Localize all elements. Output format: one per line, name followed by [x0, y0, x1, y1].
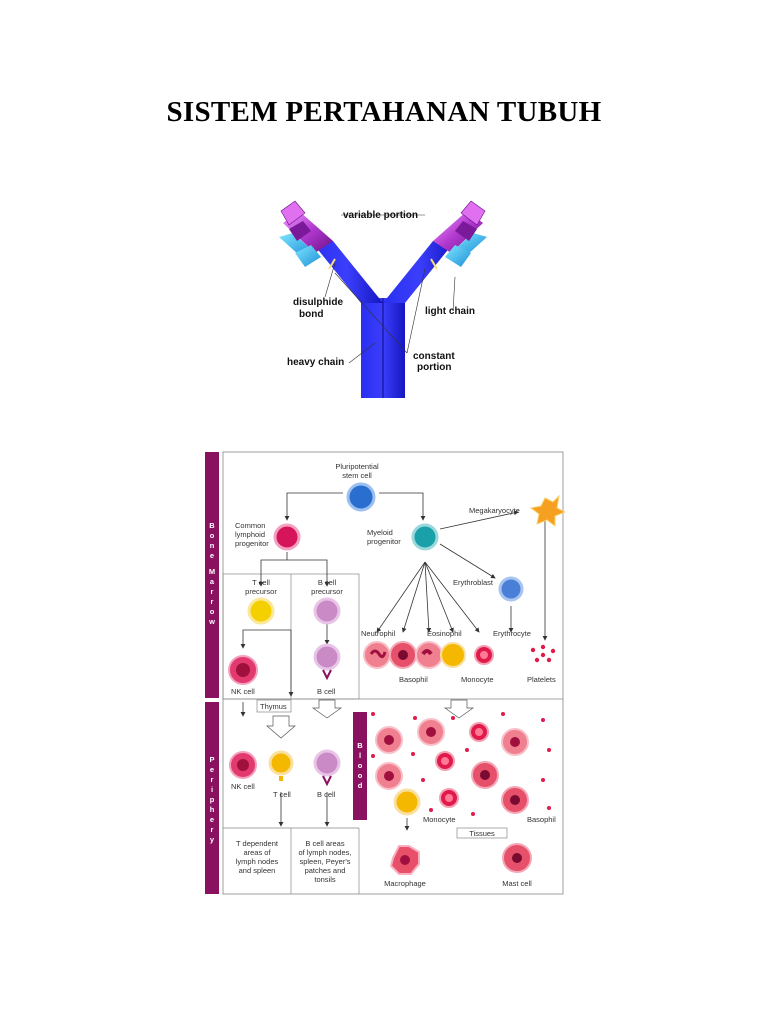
label-light-chain: light chain — [425, 306, 475, 317]
label-common-lymphoid-2: lymphoid — [235, 530, 265, 539]
sidebar-bone-marrow — [205, 452, 219, 698]
label-b-precursor-2: precursor — [311, 587, 343, 596]
label-platelets: Platelets — [527, 675, 556, 684]
svg-text:r: r — [211, 775, 214, 784]
b-cell-areas-5: tonsils — [314, 875, 336, 884]
megakaryocyte-cell — [529, 494, 565, 527]
svg-text:r: r — [211, 587, 214, 596]
periphery-label: P e r i p h e r y — [209, 755, 214, 844]
b-cell — [313, 643, 341, 671]
blood-cells — [371, 712, 551, 816]
monocyte-blood-cell — [393, 788, 421, 816]
svg-text:o: o — [358, 771, 363, 780]
label-constant-portion-2: portion — [417, 362, 451, 373]
t-precursor-cell — [247, 597, 275, 625]
svg-text:d: d — [358, 781, 363, 790]
svg-text:n: n — [210, 541, 215, 550]
label-common-lymphoid: Common — [235, 521, 265, 530]
svg-text:i: i — [211, 785, 213, 794]
svg-text:l: l — [359, 751, 361, 760]
label-megakaryocyte: Megakaryocyte — [469, 506, 520, 515]
t-cell — [268, 750, 294, 776]
label-common-lymphoid-3: progenitor — [235, 539, 269, 548]
label-b-cell-periphery: B cell — [317, 790, 336, 799]
t-dependent-areas-2: areas of — [243, 848, 271, 857]
b-cell-areas-1: B cell areas — [305, 839, 344, 848]
label-stem-cell-2: stem cell — [342, 471, 372, 480]
label-monocyte: Monocyte — [461, 675, 494, 684]
svg-text:e: e — [210, 815, 214, 824]
label-stem-cell: Pluripotential — [335, 462, 379, 471]
sidebar-blood — [353, 712, 367, 820]
stem-cell — [346, 482, 376, 512]
platelets — [530, 644, 556, 663]
svg-text:e: e — [210, 765, 214, 774]
svg-text:w: w — [208, 617, 215, 626]
myeloid-progenitor-cell — [411, 523, 439, 551]
label-erythrocyte: Erythrocyte — [493, 629, 531, 638]
b-cell-periphery — [313, 749, 341, 777]
svg-text:o: o — [210, 607, 215, 616]
monocyte-cell — [440, 642, 466, 668]
bone-marrow-label: B o n e M a r r o w — [208, 521, 215, 626]
label-t-precursor-2: precursor — [245, 587, 277, 596]
label-constant-portion: constant — [413, 351, 455, 362]
label-variable-portion: variable portion — [343, 210, 418, 221]
neutrophil-cell — [363, 641, 391, 669]
svg-text:y: y — [210, 835, 215, 844]
label-thymus: Thymus — [260, 702, 287, 711]
svg-text:o: o — [210, 531, 215, 540]
label-tissues: Tissues — [469, 829, 495, 838]
label-myeloid-2: progenitor — [367, 537, 401, 546]
label-heavy-chain: heavy chain — [287, 357, 344, 368]
hematopoiesis-diagram: B o n e M a r r o w P e r i p h e r y B … — [205, 451, 565, 895]
t-dependent-areas-4: and spleen — [239, 866, 276, 875]
b-precursor-cell — [313, 597, 341, 625]
svg-text:r: r — [211, 825, 214, 834]
label-myeloid: Myeloid — [367, 528, 393, 537]
blood-label: B l o o d — [357, 741, 363, 790]
label-b-precursor: B cell — [318, 578, 337, 587]
label-macrophage: Macrophage — [384, 879, 426, 888]
label-disulphide-bond: disulphide — [293, 297, 343, 308]
label-monocyte-blood: Monocyte — [423, 815, 456, 824]
lymphoid-progenitor-cell — [273, 523, 301, 551]
svg-text:h: h — [210, 805, 215, 814]
t-dependent-areas-3: lymph nodes — [236, 857, 279, 866]
label-b-cell: B cell — [317, 687, 336, 696]
label-t-cell: T cell — [273, 790, 291, 799]
svg-text:o: o — [358, 761, 363, 770]
svg-text:a: a — [210, 577, 215, 586]
antibody-diagram: variable portion disulphide bond light c… — [279, 200, 487, 398]
label-disulphide-bond-2: bond — [299, 309, 323, 320]
svg-text:M: M — [209, 567, 215, 576]
label-erythroblast: Erythroblast — [453, 578, 494, 587]
t-dependent-areas-1: T dependent — [236, 839, 279, 848]
svg-text:p: p — [210, 795, 215, 804]
svg-text:r: r — [211, 597, 214, 606]
heavy-chain-left-arm — [311, 241, 383, 303]
label-basophil-blood: Basophil — [527, 815, 556, 824]
label-t-precursor: T cell — [252, 578, 270, 587]
label-neutrophil: Neutrophil — [361, 629, 396, 638]
b-cell-areas-2: of lymph nodes, — [299, 848, 352, 857]
label-eosinophil: Eosinophil — [427, 629, 462, 638]
label-nk-cell-periphery: NK cell — [231, 782, 255, 791]
label-basophil: Basophil — [399, 675, 428, 684]
b-cell-areas-3: spleen, Peyer's — [299, 857, 350, 866]
svg-text:P: P — [209, 755, 214, 764]
label-nk-cell: NK cell — [231, 687, 255, 696]
svg-text:B: B — [209, 521, 215, 530]
svg-text:B: B — [357, 741, 363, 750]
label-mast-cell: Mast cell — [502, 879, 532, 888]
sidebar-periphery — [205, 702, 219, 894]
eosinophil-cell — [415, 641, 443, 669]
heavy-chain-right-arm — [383, 241, 455, 303]
erythroblast-cell — [498, 576, 524, 602]
b-cell-areas-4: patches and — [305, 866, 346, 875]
svg-text:e: e — [210, 551, 214, 560]
page-title: SISTEM PERTAHANAN TUBUH — [166, 96, 602, 128]
